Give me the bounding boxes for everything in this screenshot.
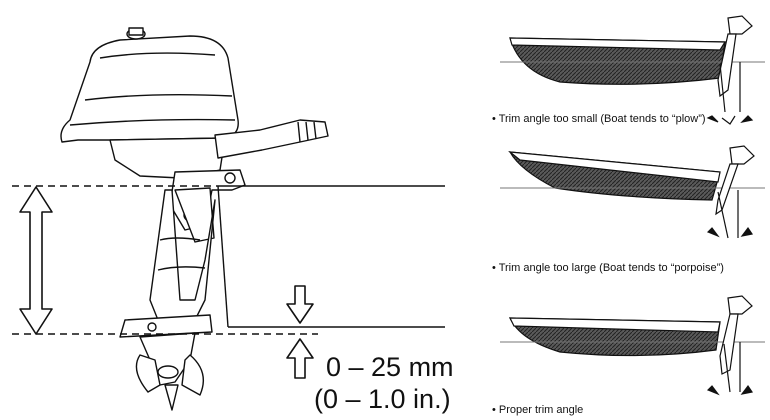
- down-arrow-icon: [286, 285, 314, 324]
- boat-porpoise: [500, 145, 765, 239]
- outboard-motor: [60, 27, 329, 411]
- caption-trim-too-small: • Trim angle too small (Boat tends to “p…: [492, 113, 706, 125]
- caption-trim-too-large: • Trim angle too large (Boat tends to “p…: [492, 262, 724, 274]
- anti-cavitation-plate: [119, 314, 213, 338]
- tiller-handle: [214, 119, 329, 159]
- boat-plow: [500, 15, 765, 125]
- up-arrow-icon: [286, 338, 314, 379]
- clearance-imperial-label: (0 – 1.0 in.): [314, 384, 451, 414]
- boat-proper: [500, 295, 765, 396]
- height-double-arrow: [19, 186, 53, 335]
- reference-lines: [12, 185, 318, 335]
- propeller: [135, 354, 161, 393]
- caption-proper-trim: • Proper trim angle: [492, 404, 584, 416]
- clearance-arrows: [286, 285, 314, 379]
- clearance-metric-label: 0 – 25 mm: [326, 352, 454, 382]
- engine-cowling: [60, 35, 239, 143]
- boat-transom: [217, 185, 445, 328]
- drive-shaft: [149, 189, 216, 326]
